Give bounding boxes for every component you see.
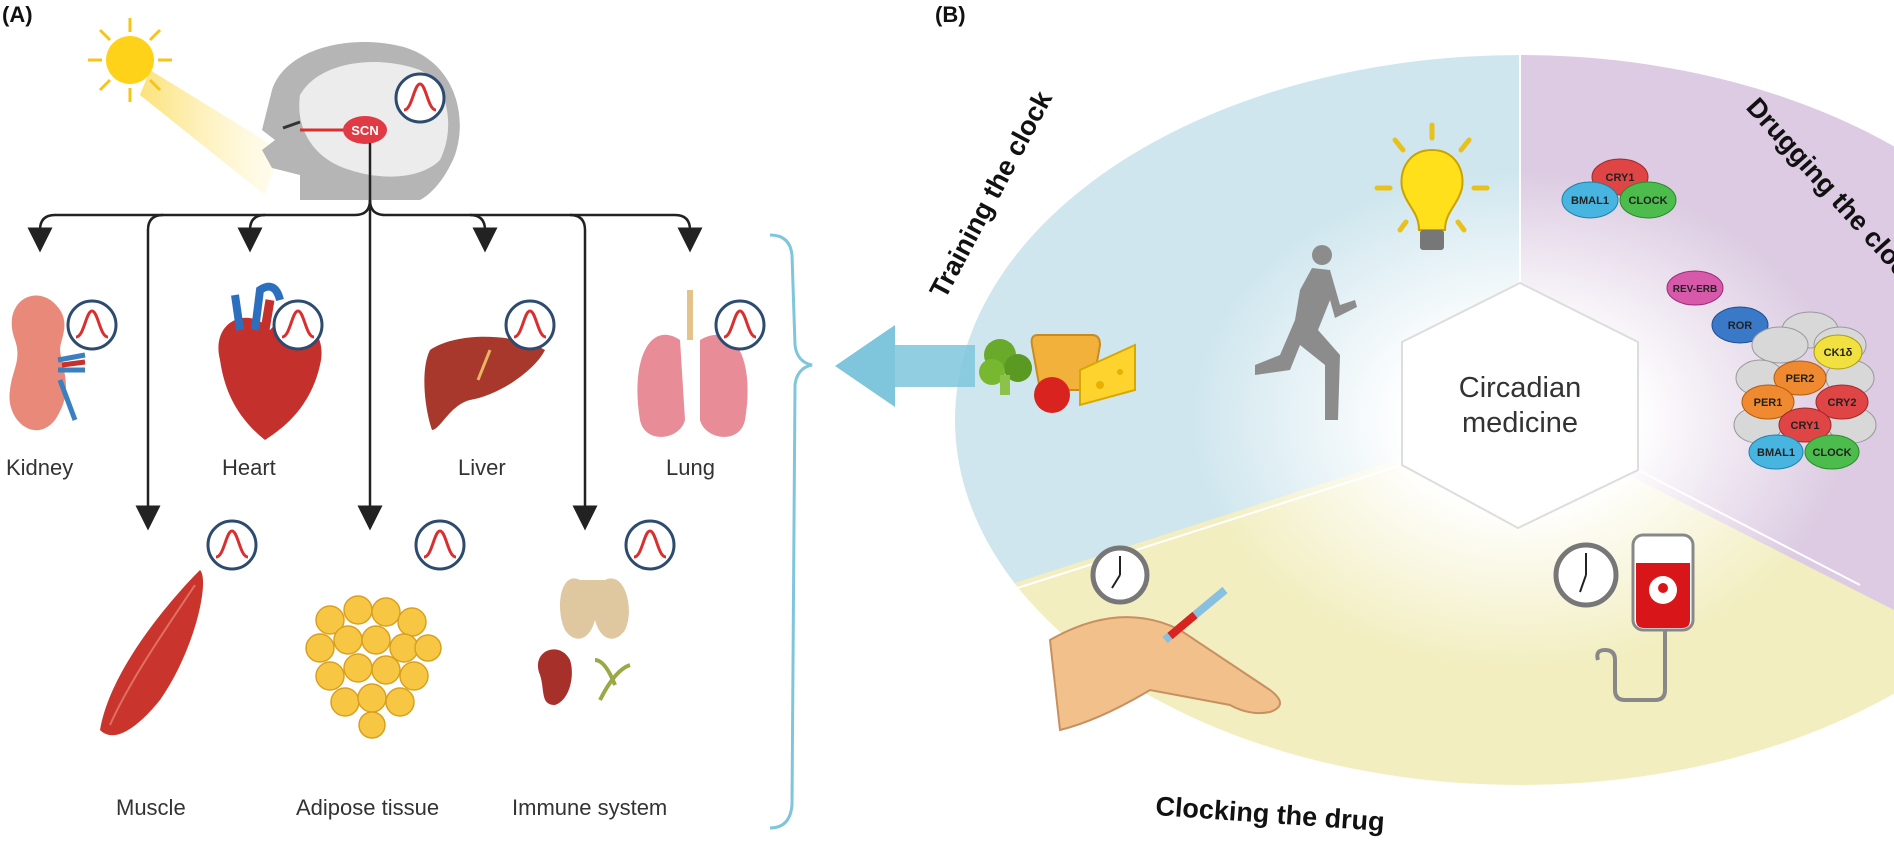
protein-bmal1: BMAL1 bbox=[1571, 195, 1609, 207]
label-liver: Liver bbox=[458, 455, 506, 480]
rhythm-icon-lung bbox=[714, 299, 766, 351]
center-hexagon bbox=[1401, 281, 1639, 530]
circadian-wheel bbox=[955, 55, 1894, 785]
protein-bmal1-large: BMAL1 bbox=[1757, 447, 1795, 459]
rhythm-icon-immune bbox=[624, 519, 676, 571]
protein-per1: PER1 bbox=[1754, 397, 1783, 409]
clock-icon-left bbox=[1090, 545, 1150, 605]
scn-node: SCN bbox=[343, 116, 387, 144]
lightbulb-icon bbox=[1374, 122, 1490, 250]
syringe-arm-icon bbox=[1048, 586, 1281, 732]
protein-complex-top: CRY1 BMAL1 CLOCK bbox=[1561, 158, 1677, 219]
adipose-icon bbox=[305, 595, 442, 739]
protein-complex-large: CK1δ PER2 PER1 CRY2 CRY1 BMAL1 CLOCK bbox=[1733, 311, 1877, 470]
rhythm-icon-adipose bbox=[414, 519, 466, 571]
liver-icon bbox=[424, 336, 545, 430]
section-label-clocking: Clocking the drug bbox=[1155, 791, 1386, 837]
muscle-icon bbox=[100, 570, 204, 736]
arrow-left-icon bbox=[835, 325, 975, 407]
iv-bag-icon bbox=[1595, 533, 1695, 702]
protein-clock-large: CLOCK bbox=[1812, 447, 1851, 459]
protein-ror: ROR bbox=[1728, 320, 1753, 332]
label-muscle: Muscle bbox=[116, 795, 186, 820]
protein-rev-erb: REV-ERB bbox=[1673, 284, 1717, 295]
grouping-bracket bbox=[769, 233, 813, 830]
rhythm-icon-muscle bbox=[206, 519, 258, 571]
protein-ck1d: CK1δ bbox=[1824, 347, 1853, 359]
lung-icon bbox=[637, 290, 748, 437]
clock-icon-right bbox=[1553, 542, 1619, 608]
kidney-icon bbox=[9, 295, 86, 431]
protein-clock: CLOCK bbox=[1628, 195, 1667, 207]
center-title-line2: medicine bbox=[1462, 407, 1578, 439]
protein-cry2: CRY2 bbox=[1828, 397, 1857, 409]
protein-cry1: CRY1 bbox=[1606, 172, 1635, 184]
center-title-line1: Circadian bbox=[1459, 372, 1582, 404]
protein-pair-reverb-ror: REV-ERB ROR bbox=[1666, 270, 1769, 344]
signal-tree bbox=[27, 143, 703, 531]
label-immune: Immune system bbox=[512, 795, 667, 820]
rhythm-icon-heart bbox=[272, 299, 324, 351]
protein-per2: PER2 bbox=[1786, 373, 1815, 385]
sun-icon bbox=[88, 18, 280, 195]
rhythm-icon-scn bbox=[394, 72, 446, 124]
scn-label: SCN bbox=[351, 123, 378, 138]
label-adipose: Adipose tissue bbox=[296, 795, 439, 820]
label-lung: Lung bbox=[666, 455, 715, 480]
label-heart: Heart bbox=[222, 455, 276, 480]
panel-a-label: (A) bbox=[2, 2, 33, 27]
runner-icon bbox=[1255, 245, 1357, 420]
rhythm-icon-kidney bbox=[66, 299, 118, 351]
immune-system-icon bbox=[537, 578, 631, 705]
rhythm-icon-liver bbox=[504, 299, 556, 351]
food-icon bbox=[979, 334, 1136, 413]
protein-cry1-large: CRY1 bbox=[1791, 420, 1820, 432]
panel-b-label: (B) bbox=[935, 2, 966, 27]
label-kidney: Kidney bbox=[6, 455, 73, 480]
